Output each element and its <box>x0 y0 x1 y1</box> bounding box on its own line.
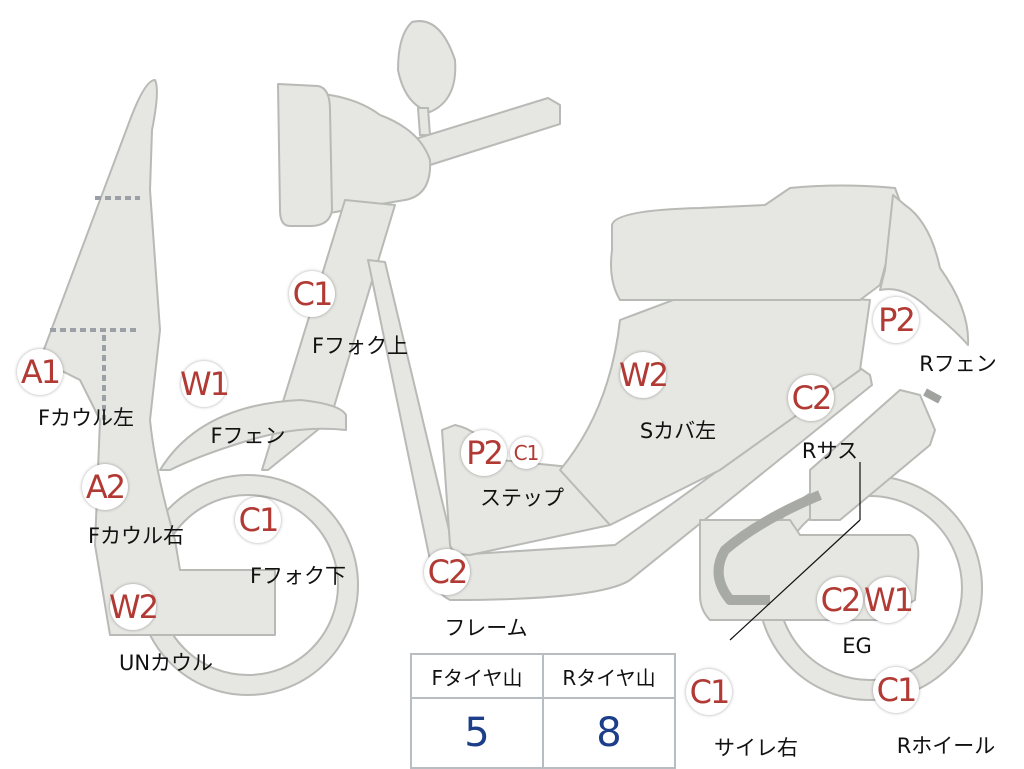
front-tire-value: 5 <box>410 697 544 769</box>
mirror-shape <box>397 20 457 113</box>
step-grade-2: C1 <box>510 437 542 469</box>
f-fender-label: Fフェン <box>210 424 286 448</box>
muffler-right-grade: C1 <box>686 669 732 715</box>
r-suspension-grade: C2 <box>788 375 834 421</box>
front-cowl-shape <box>39 79 276 636</box>
engine-grade-2: W1 <box>864 577 914 623</box>
f-fork-lower-grade: C1 <box>235 497 281 543</box>
under-cowl-grade: W2 <box>109 584 159 630</box>
seat-shape <box>610 184 906 301</box>
frame-label: フレーム <box>444 616 528 640</box>
f-cowl-left-grade: A1 <box>17 349 63 395</box>
r-wheel-grade: C1 <box>873 667 919 713</box>
side-cover-left-grade: W2 <box>619 352 669 398</box>
engine-grade: C2 <box>817 577 863 623</box>
tire-tread-table: Fタイヤ山 Rタイヤ山 5 8 <box>410 653 676 769</box>
rear-suspension-shape <box>809 389 936 521</box>
side-cover-shape <box>559 289 871 526</box>
f-fender-grade: W1 <box>180 361 230 407</box>
front-fender-shape <box>159 399 347 471</box>
muffler-right-label: サイレ右 <box>714 736 798 760</box>
mirror-stem <box>417 107 431 136</box>
r-fender-grade: P2 <box>873 297 919 343</box>
engine-label: EG <box>842 634 872 658</box>
f-cowl-right-grade: A2 <box>82 464 128 510</box>
headlight-shape <box>277 83 333 227</box>
rear-tire-header: Rタイヤ山 <box>542 653 676 699</box>
side-cover-left-label: Sカバ左 <box>639 419 717 443</box>
f-fork-lower-label: Fフォク下 <box>249 564 347 588</box>
step-grade: P2 <box>461 430 507 476</box>
muffler-pipe <box>713 490 822 605</box>
rear-fender-shape <box>879 194 970 346</box>
r-fender-label: Rフェン <box>919 352 997 376</box>
under-cowl-label: UNカウル <box>118 651 214 675</box>
r-suspension-label: Rサス <box>801 439 859 463</box>
f-fork-upper-label: Fフォク上 <box>311 334 409 358</box>
f-fork-upper-grade: C1 <box>289 271 335 317</box>
f-cowl-left-label: Fカウル左 <box>37 406 135 430</box>
f-cowl-right-label: Fカウル右 <box>87 524 185 548</box>
rear-tire-value: 8 <box>542 697 676 769</box>
step-label: ステップ <box>480 486 564 510</box>
r-wheel-label: Rホイール <box>896 734 996 758</box>
front-tire-header: Fタイヤ山 <box>410 653 544 699</box>
frame-grade: C2 <box>424 549 470 595</box>
